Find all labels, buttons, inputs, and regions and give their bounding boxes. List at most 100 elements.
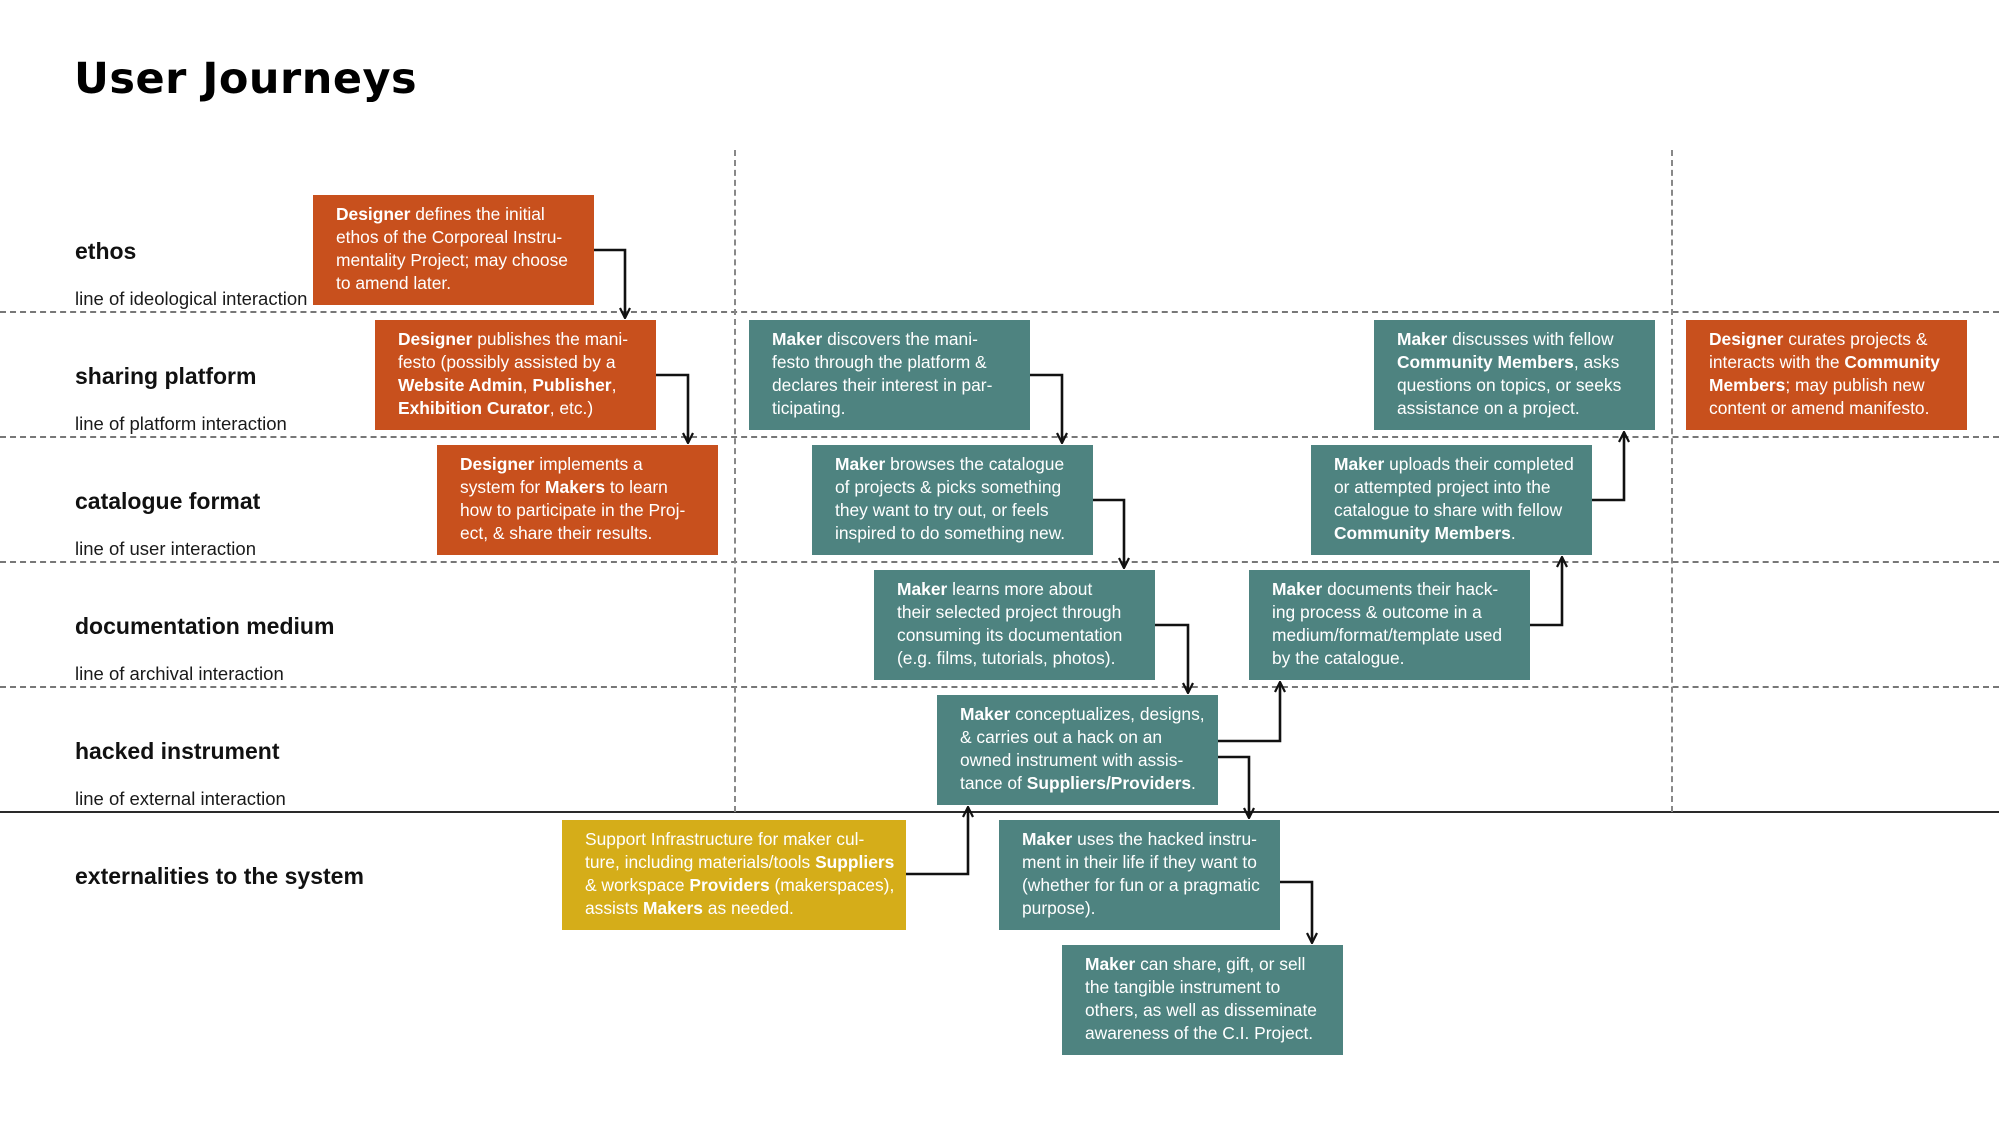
row-label-ethos: ethos xyxy=(75,238,137,264)
box-text: publishes the mani- xyxy=(472,329,629,349)
box-text: ethos of the Corporeal Instru- xyxy=(336,227,563,247)
box-text-bold: Designer xyxy=(1709,329,1784,349)
row-label-externalities: externalities to the system xyxy=(75,863,364,889)
arrow-ethos-to-publish xyxy=(594,248,625,318)
box-text: by the catalogue. xyxy=(1272,648,1405,668)
box-text: questions on topics, or seeks xyxy=(1397,375,1622,395)
box-text-line: they want to try out, or feels xyxy=(835,499,1081,522)
row-line-label-catalogue-format: line of user interaction xyxy=(75,538,256,559)
box-text-line: to amend later. xyxy=(336,272,582,295)
box-text: documents their hack- xyxy=(1322,579,1499,599)
box-text-line: Community Members. xyxy=(1334,522,1580,545)
box-text-bold: Community Members xyxy=(1334,523,1511,543)
box-text: as needed. xyxy=(702,898,794,918)
row-line-label-ethos: line of ideological interaction xyxy=(75,288,308,309)
box-text: or attempted project into the xyxy=(1334,477,1551,497)
box-text-line: (whether for fun or a pragmatic xyxy=(1022,874,1268,897)
divider-ideological xyxy=(0,311,1999,313)
box-text-line: how to participate in the Proj- xyxy=(460,499,706,522)
arrow-hack-to-use xyxy=(1218,755,1249,818)
box-text-bold: Members xyxy=(1709,375,1786,395)
box-text: ect, & share their results. xyxy=(460,523,653,543)
box-text-line: Maker conceptualizes, designs, xyxy=(960,703,1206,726)
box-text-bold: Suppliers/Providers xyxy=(1026,773,1192,793)
box-text-line: ture, including materials/tools Supplier… xyxy=(585,851,894,874)
arrow-use-to-share xyxy=(1280,880,1312,943)
box-text-line: festo through the platform & xyxy=(772,351,1018,374)
box-text-bold: Maker xyxy=(835,454,886,474)
box-text-line: Maker uploads their completed xyxy=(1334,453,1580,476)
box-text: browses the catalogue xyxy=(885,454,1065,474)
box-text: system for xyxy=(460,477,546,497)
box-text-line: Maker learns more about xyxy=(897,578,1143,601)
maker-discover-box: Maker discovers the mani-festo through t… xyxy=(749,320,1030,430)
arrow-browse-to-learn xyxy=(1093,498,1124,568)
box-text-line: ticipating. xyxy=(772,397,1018,420)
designer-curate-box: Designer curates projects &interacts wit… xyxy=(1686,320,1967,430)
designer-publish-box: Designer publishes the mani-festo (possi… xyxy=(375,320,656,430)
phase-divider-1 xyxy=(734,150,736,812)
box-text-line: system for Makers to learn xyxy=(460,476,706,499)
page-title: User Journeys xyxy=(74,54,418,104)
box-text-bold: Maker xyxy=(1397,329,1448,349)
row-label-documentation-medium: documentation medium xyxy=(75,613,335,639)
arrow-support-to-hack xyxy=(906,807,968,876)
box-text: , etc.) xyxy=(549,398,594,418)
box-text: uses the hacked instru- xyxy=(1072,829,1257,849)
box-text: to amend later. xyxy=(336,273,452,293)
box-text-line: owned instrument with assis- xyxy=(960,749,1206,772)
box-text-bold: Maker xyxy=(1272,579,1323,599)
box-text-line: of projects & picks something xyxy=(835,476,1081,499)
box-text-line: by the catalogue. xyxy=(1272,647,1518,670)
box-text-bold: Designer xyxy=(398,329,473,349)
arrow-upload-to-discuss xyxy=(1592,432,1624,502)
phase-divider-2 xyxy=(1671,150,1673,812)
box-text: declares their interest in par- xyxy=(772,375,993,395)
box-text-bold: Designer xyxy=(336,204,411,224)
box-text: ing process & outcome in a xyxy=(1272,602,1482,622)
box-text-line: Members; may publish new xyxy=(1709,374,1955,397)
box-text: medium/format/template used xyxy=(1272,625,1503,645)
arrow-discover-to-browse xyxy=(1030,373,1062,443)
maker-use-box: Maker uses the hacked instru-ment in the… xyxy=(999,820,1280,930)
row-label-sharing-platform: sharing platform xyxy=(75,363,257,389)
box-text: ticipating. xyxy=(772,398,846,418)
box-text: learns more about xyxy=(947,579,1093,599)
maker-hack-box: Maker conceptualizes, designs,& carries … xyxy=(937,695,1218,805)
box-text-line: Maker discovers the mani- xyxy=(772,328,1018,351)
box-text: curates projects & xyxy=(1783,329,1928,349)
box-text-line: Designer implements a xyxy=(460,453,706,476)
box-text-line: others, as well as disseminate xyxy=(1085,999,1331,1022)
divider-archival xyxy=(0,686,1999,688)
box-text: assists xyxy=(585,898,643,918)
box-text: awareness of the C.I. Project. xyxy=(1085,1023,1314,1043)
box-text: can share, gift, or sell xyxy=(1135,954,1306,974)
box-text: ture, including materials/tools xyxy=(585,852,816,872)
box-text-line: ethos of the Corporeal Instru- xyxy=(336,226,582,249)
box-text: festo (possibly assisted by a xyxy=(398,352,616,372)
box-text-line: ing process & outcome in a xyxy=(1272,601,1518,624)
box-text-line: catalogue to share with fellow xyxy=(1334,499,1580,522)
divider-platform xyxy=(0,436,1999,438)
box-text-line: mentality Project; may choose xyxy=(336,249,582,272)
box-text: ; may publish new xyxy=(1785,375,1925,395)
box-text: , asks xyxy=(1573,352,1620,372)
box-text-line: festo (possibly assisted by a xyxy=(398,351,644,374)
box-text-line: Designer publishes the mani- xyxy=(398,328,644,351)
box-text-line: ect, & share their results. xyxy=(460,522,706,545)
box-text: Support Infrastructure for maker cul- xyxy=(585,829,865,849)
box-text-line: the tangible instrument to xyxy=(1085,976,1331,999)
box-text: to learn xyxy=(605,477,668,497)
arrow-publish-to-implement xyxy=(656,373,688,443)
box-text: inspired to do something new. xyxy=(835,523,1066,543)
box-text-line: Designer curates projects & xyxy=(1709,328,1955,351)
box-text: uploads their completed xyxy=(1384,454,1574,474)
box-text-bold: Publisher xyxy=(532,375,612,395)
box-text-bold: Maker xyxy=(960,704,1011,724)
